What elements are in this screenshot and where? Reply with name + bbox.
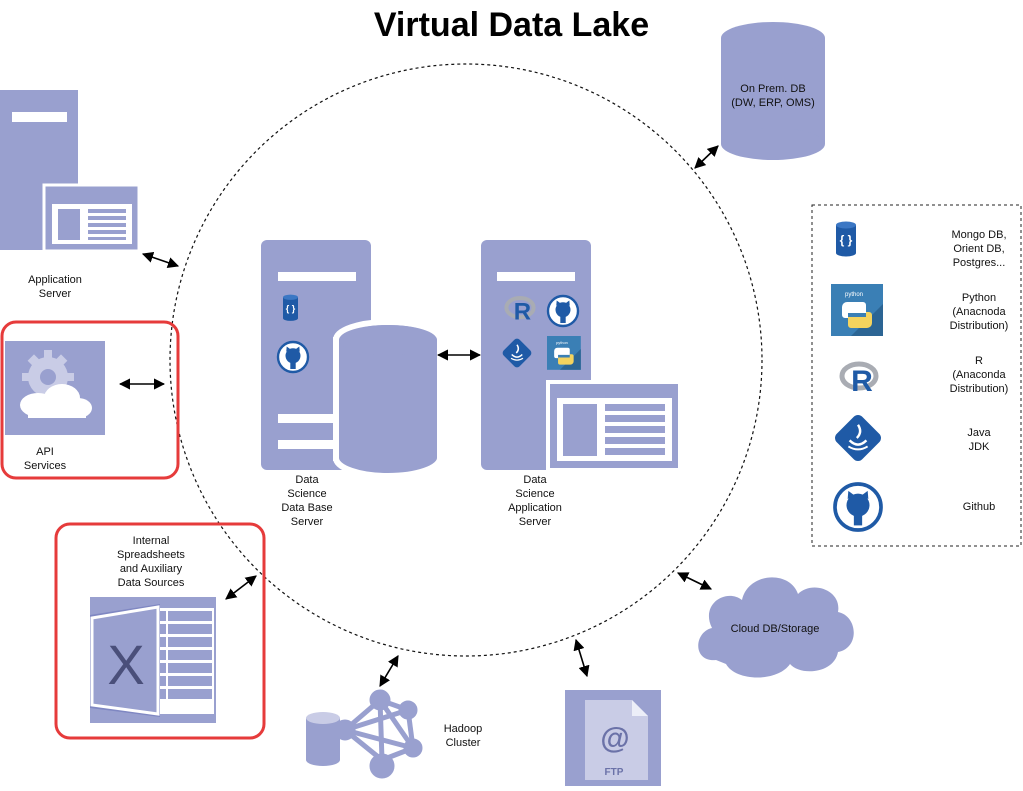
api-services-label-line: Services xyxy=(24,460,67,472)
mongodb-icon: { } xyxy=(836,221,856,257)
arrow-ftp xyxy=(573,638,590,678)
arrow-hadoop xyxy=(379,655,399,687)
database-cylinder-icon xyxy=(721,22,825,160)
ftp-file-icon: @ xyxy=(565,690,661,786)
java-icon xyxy=(835,415,881,461)
hadoop-cluster-icon xyxy=(306,689,423,779)
python-icon-text: python xyxy=(556,340,568,345)
arrow-cloud xyxy=(676,572,713,590)
arrow-app-server xyxy=(141,251,180,269)
spreadsheets-label-line: Spreadsheets xyxy=(117,549,185,561)
svg-text:@: @ xyxy=(600,722,629,755)
application-server-label-line: Server xyxy=(39,288,72,300)
api-services-label: API Services xyxy=(24,446,67,472)
application-server-label-line: Application xyxy=(28,274,82,286)
api-services-label-line: API xyxy=(36,446,54,458)
legend-label-0: Mongo DB, Orient DB, Postgres... xyxy=(951,229,1006,269)
hadoop-label-line: Cluster xyxy=(446,737,481,749)
legend-label-line: Java xyxy=(967,427,991,439)
spreadsheets-label-line: and Auxiliary xyxy=(120,563,183,575)
legend-label-line: Python xyxy=(962,292,996,304)
arrow-onprem xyxy=(694,145,719,169)
svg-text:R: R xyxy=(851,365,873,398)
github-icon xyxy=(833,482,883,532)
legend-label-line: Distribution) xyxy=(950,383,1009,395)
python-icon: python xyxy=(831,284,883,336)
legend-label-line: (Anacnoda xyxy=(952,306,1006,318)
legend-label-line: R xyxy=(975,355,983,367)
connector-arrows xyxy=(118,145,719,687)
onprem-db-label-line: (DW, ERP, OMS) xyxy=(731,97,815,109)
svg-text:X: X xyxy=(107,633,144,696)
ds-db-server-label-line: Data xyxy=(295,474,319,486)
legend-label-line: (Anaconda xyxy=(952,369,1006,381)
cloud-db-label: Cloud DB/Storage xyxy=(731,623,820,635)
spreadsheets-highlight-box xyxy=(54,522,266,740)
python-icon-text: python xyxy=(845,292,863,298)
svg-text:{ }: { } xyxy=(840,233,853,247)
data-lake-boundary xyxy=(169,63,763,657)
legend-box xyxy=(811,204,1022,547)
svg-text:{ }: { } xyxy=(286,304,296,314)
spreadsheets-label-line: Internal xyxy=(133,535,170,547)
ds-app-server-label-line: Data xyxy=(523,474,547,486)
ds-app-server-label-line: Science xyxy=(515,488,554,500)
python-icon: python xyxy=(547,336,581,370)
java-icon xyxy=(502,338,532,368)
legend-label-line: Orient DB, xyxy=(953,243,1004,255)
legend-label-line: JDK xyxy=(969,441,990,453)
cloud-db-label-line: Cloud DB/Storage xyxy=(731,623,820,635)
legend-label-line: Distribution) xyxy=(950,320,1009,332)
ftp-label: FTP xyxy=(605,767,624,778)
onprem-db-label-line: On Prem. DB xyxy=(740,83,805,95)
legend-label-line: Postgres... xyxy=(953,257,1006,269)
ds-db-server-label-line: Server xyxy=(291,516,324,528)
ds-db-server-label-line: Data Base xyxy=(281,502,332,514)
api-highlight-box xyxy=(0,320,180,480)
onprem-db-label: On Prem. DB (DW, ERP, OMS) xyxy=(731,83,815,109)
r-icon: R xyxy=(839,361,879,398)
application-server-icon xyxy=(0,90,141,253)
legend-label-line: Mongo DB, xyxy=(951,229,1006,241)
legend-label-4: Github xyxy=(963,501,995,513)
ds-db-server-label-line: Science xyxy=(287,488,326,500)
diagram-title: Virtual Data Lake xyxy=(373,6,650,44)
mongodb-icon: { } xyxy=(283,294,298,321)
github-icon xyxy=(276,340,310,374)
svg-text:R: R xyxy=(514,299,531,326)
excel-icon: X xyxy=(90,597,216,723)
ds-app-server-label-line: Server xyxy=(519,516,552,528)
legend-label-line: Github xyxy=(963,501,995,513)
cloud-icon xyxy=(698,577,854,678)
ds-app-server-label-line: Application xyxy=(508,502,562,514)
github-icon xyxy=(546,294,580,328)
hadoop-label-line: Hadoop xyxy=(444,723,483,735)
spreadsheets-label-line: Data Sources xyxy=(118,577,185,589)
arrow-spreadsheets xyxy=(225,575,257,600)
api-services-icon xyxy=(5,341,105,435)
r-icon: R xyxy=(504,296,536,326)
